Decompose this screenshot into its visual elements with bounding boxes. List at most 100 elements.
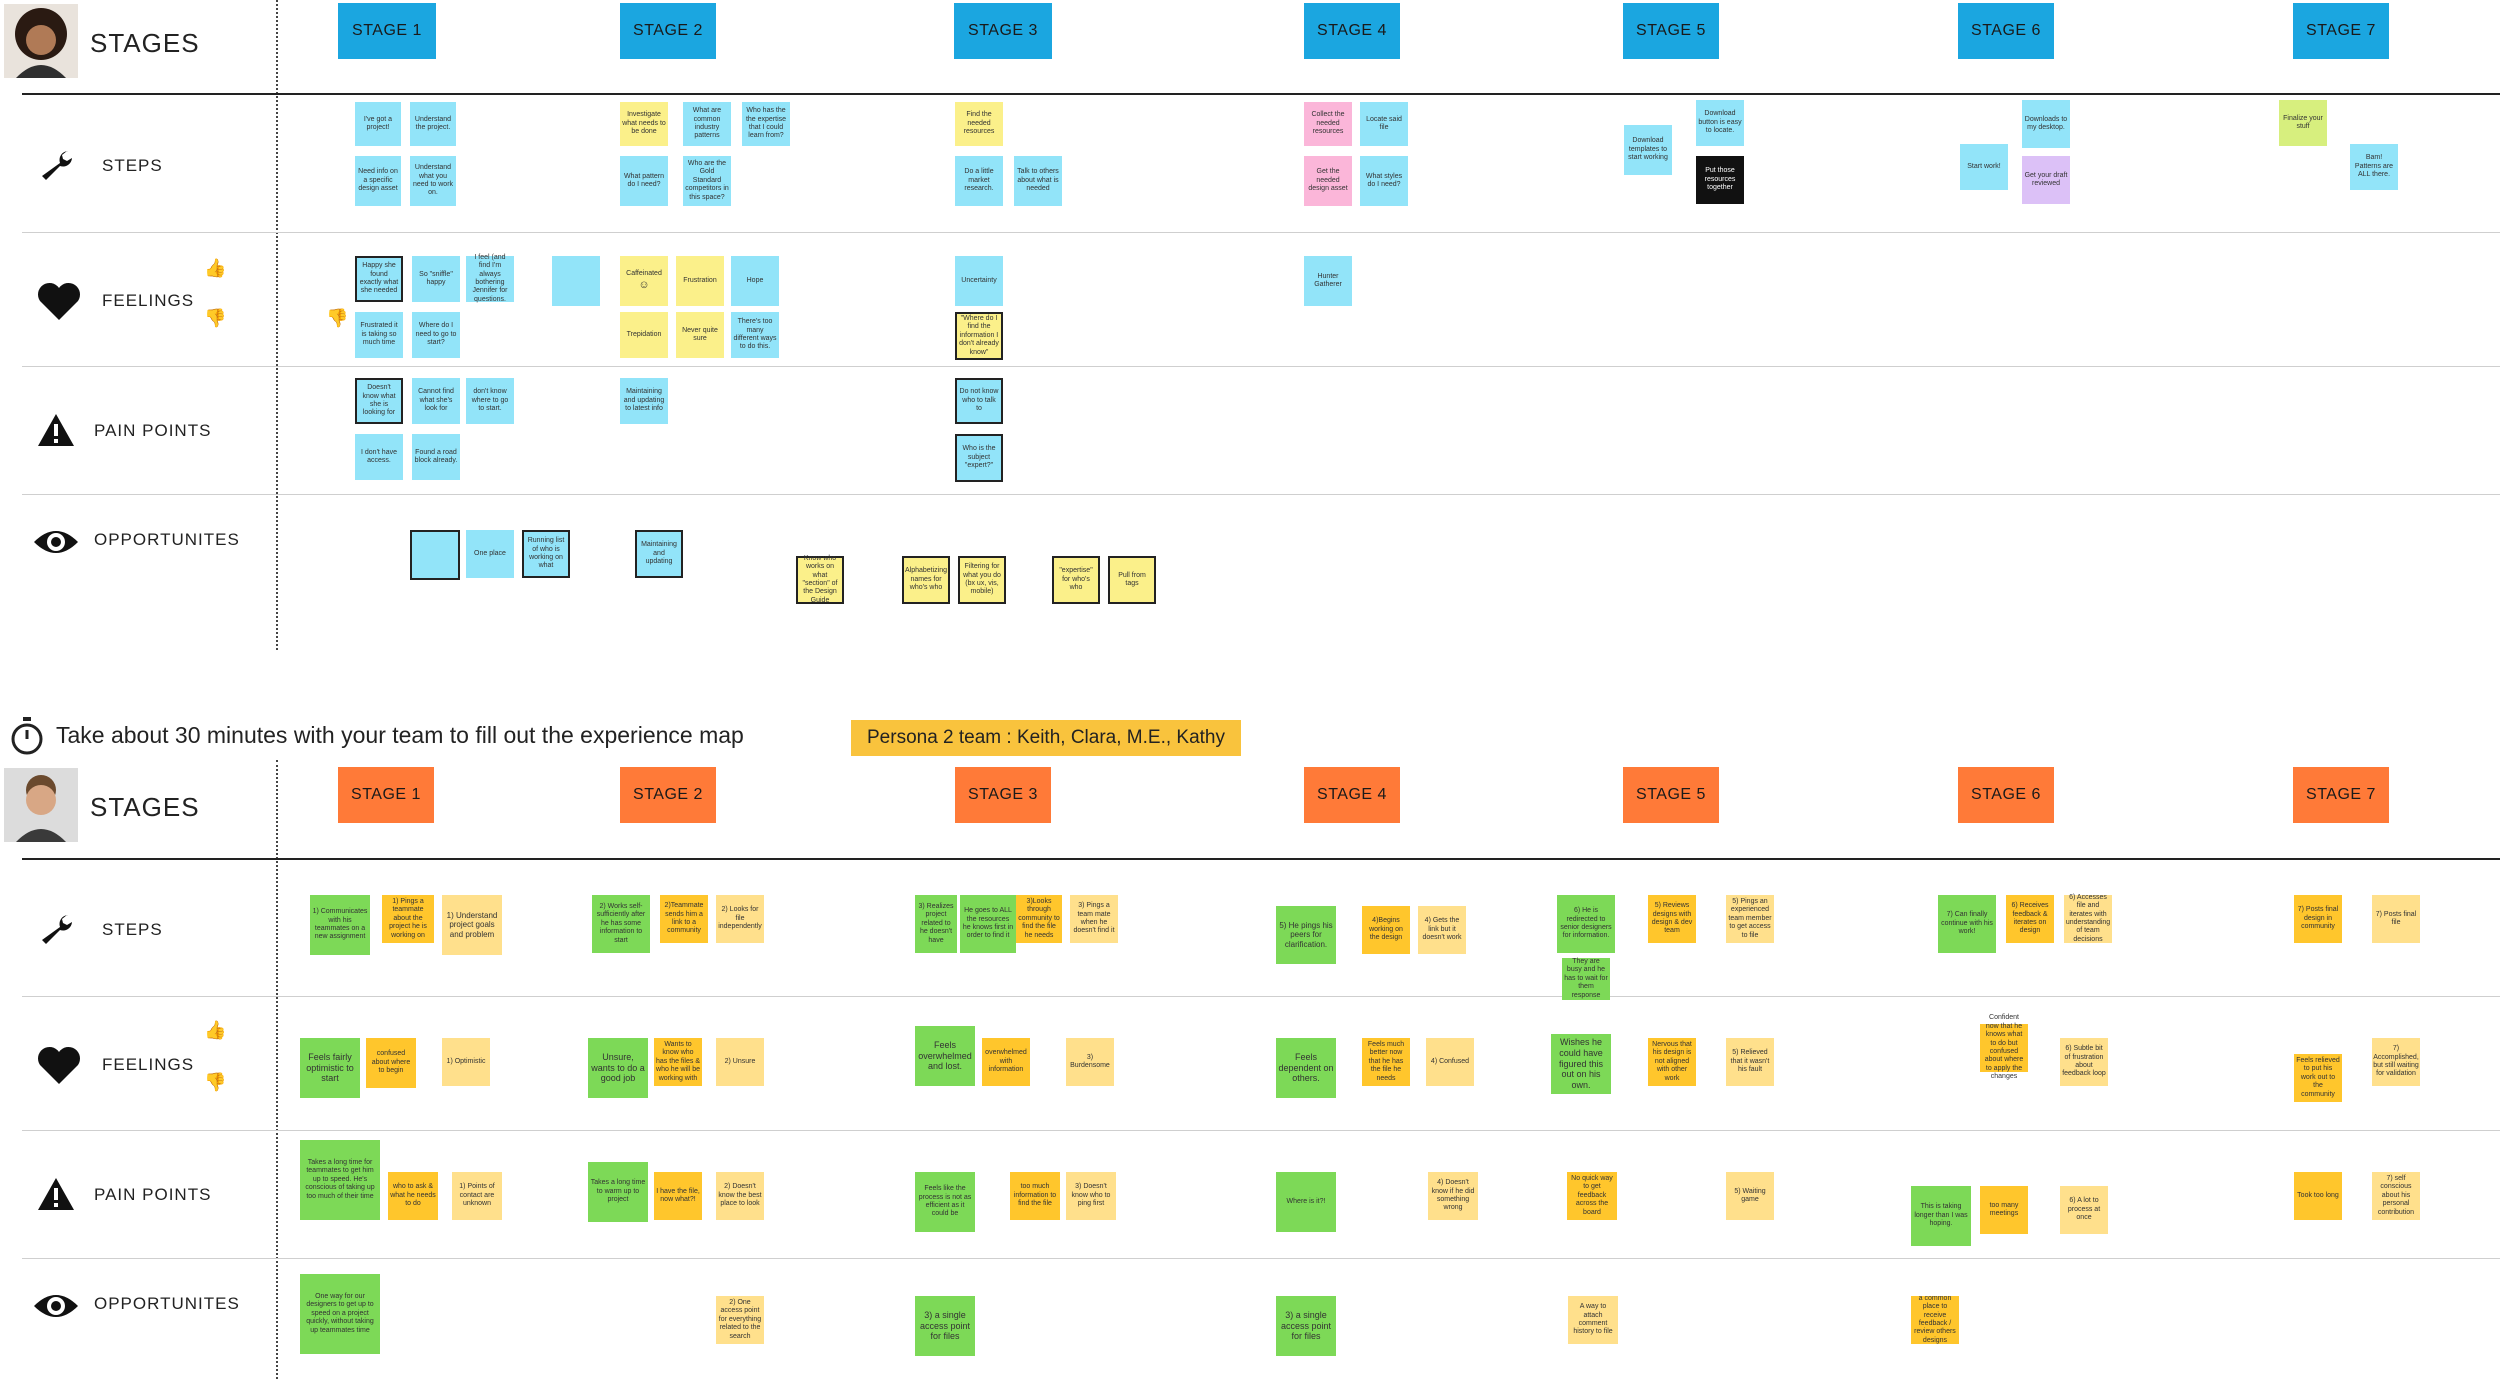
sticky-note[interactable]: 2) One access point for everything relat… bbox=[716, 1296, 764, 1344]
sticky-note[interactable]: a common place to receive feedback / rev… bbox=[1911, 1295, 1959, 1344]
sticky-note[interactable]: Caffeinated☺ bbox=[620, 256, 668, 306]
sticky-note[interactable]: One way for our designers to get up to s… bbox=[300, 1274, 380, 1354]
sticky-note[interactable]: Who is the subject "expert?" bbox=[955, 434, 1003, 482]
sticky-note[interactable]: 3)Looks through community to find the fi… bbox=[1016, 895, 1062, 943]
sticky-note[interactable]: 3) Doesn't know who to ping first bbox=[1066, 1172, 1116, 1220]
sticky-note[interactable]: 5) Pings an experienced team member to g… bbox=[1726, 895, 1774, 943]
sticky-note[interactable]: who to ask & what he needs to do bbox=[388, 1172, 438, 1220]
sticky-note[interactable]: Never quite sure bbox=[676, 312, 724, 358]
sticky-note[interactable]: Who has the the expertise that I could l… bbox=[742, 102, 790, 146]
sticky-note[interactable]: Feels like the process is not as efficie… bbox=[915, 1172, 975, 1232]
sticky-note[interactable]: 6) Subtle bit of frustration about feedb… bbox=[2060, 1038, 2108, 1086]
sticky-note[interactable]: What pattern do I need? bbox=[620, 156, 668, 206]
sticky-note[interactable]: Do a little market research. bbox=[955, 156, 1003, 206]
sticky-note[interactable]: too many meetings bbox=[1980, 1186, 2028, 1234]
sticky-note[interactable]: 5) He pings his peers for clarification. bbox=[1276, 906, 1336, 964]
sticky-note[interactable]: 6) A lot to process at once bbox=[2060, 1186, 2108, 1234]
sticky-note[interactable]: 2) Looks for file independently bbox=[716, 895, 764, 943]
sticky-note[interactable]: Who are the Gold Standard competitors in… bbox=[683, 156, 731, 206]
sticky-note[interactable]: 7) self conscious about his personal con… bbox=[2372, 1172, 2420, 1220]
sticky-note[interactable]: 7) Posts final file bbox=[2372, 895, 2420, 943]
sticky-note[interactable]: Get your draft reviewed bbox=[2022, 156, 2070, 204]
sticky-note[interactable]: I feel (and find I'm always bothering Je… bbox=[466, 254, 514, 303]
sticky-note[interactable]: Happy she found exactly what she needed bbox=[355, 256, 403, 302]
sticky-note[interactable]: He goes to ALL the resources he knows fi… bbox=[960, 895, 1016, 953]
sticky-note[interactable]: They are busy and he has to wait for the… bbox=[1562, 958, 1610, 1000]
sticky-note[interactable]: There's too many different ways to do th… bbox=[731, 312, 779, 358]
sticky-note[interactable]: 1) Points of contact are unknown bbox=[452, 1172, 502, 1220]
sticky-note[interactable]: Investigate what needs to be done bbox=[620, 102, 668, 146]
sticky-note[interactable]: 7) Posts final design in community bbox=[2294, 895, 2342, 943]
sticky-note[interactable]: Know who works on what "section" of the … bbox=[796, 555, 844, 604]
sticky-note[interactable]: 6) He is redirected to senior designers … bbox=[1557, 895, 1615, 953]
sticky-note[interactable]: Feels fairly optimistic to start bbox=[300, 1038, 360, 1098]
sticky-note[interactable]: Frustrated it is taking so much time bbox=[355, 312, 403, 358]
sticky-note[interactable]: 6) Receives feedback & iterates on desig… bbox=[2006, 895, 2054, 943]
sticky-note[interactable]: 4) Gets the link but it doesn't work bbox=[1418, 906, 1466, 954]
sticky-note[interactable]: 7) Accomplished, but still waiting for v… bbox=[2372, 1038, 2420, 1086]
sticky-note[interactable]: Talk to others about what is needed bbox=[1014, 156, 1062, 206]
sticky-note[interactable]: 3) a single access point for files bbox=[1276, 1296, 1336, 1356]
sticky-note[interactable]: Hunter Gatherer bbox=[1304, 256, 1352, 306]
sticky-note[interactable]: Put those resources together bbox=[1696, 156, 1744, 204]
empty-sticky-note[interactable] bbox=[552, 256, 600, 306]
sticky-note[interactable]: 2) Unsure bbox=[716, 1038, 764, 1086]
sticky-note[interactable]: 4) Confused bbox=[1426, 1038, 1474, 1086]
sticky-note[interactable]: Download button is easy to locate. bbox=[1696, 100, 1744, 146]
sticky-note[interactable]: Locate said file bbox=[1360, 102, 1408, 146]
sticky-note[interactable]: 3) a single access point for files bbox=[915, 1296, 975, 1356]
sticky-note[interactable]: 2) Doesn't know the best place to look bbox=[716, 1172, 764, 1220]
sticky-note[interactable]: I have the file, now what?! bbox=[654, 1172, 702, 1220]
sticky-note[interactable]: Do not know who to talk to bbox=[955, 378, 1003, 424]
sticky-note[interactable]: Doesn't know what she is looking for bbox=[355, 378, 403, 424]
sticky-note[interactable]: A way to attach comment history to file bbox=[1568, 1296, 1618, 1344]
sticky-note[interactable]: No quick way to get feedback across the … bbox=[1567, 1172, 1617, 1220]
sticky-note[interactable]: 5) Waiting game bbox=[1726, 1172, 1774, 1220]
sticky-note[interactable]: Download templates to start working bbox=[1624, 125, 1672, 175]
sticky-note[interactable]: "expertise" for who's who bbox=[1052, 556, 1100, 604]
sticky-note[interactable]: 3) Realizes project related to he doesn'… bbox=[915, 895, 957, 953]
sticky-note[interactable]: Wishes he could have figured this out on… bbox=[1551, 1034, 1611, 1094]
sticky-note[interactable]: Pull from tags bbox=[1108, 556, 1156, 604]
sticky-note[interactable]: Frustration bbox=[676, 256, 724, 306]
sticky-note[interactable]: Find the needed resources bbox=[955, 102, 1003, 146]
sticky-note[interactable]: 6) Accesses file and iterates with under… bbox=[2064, 893, 2112, 943]
sticky-note[interactable]: Found a road block already. bbox=[412, 434, 460, 480]
sticky-note[interactable]: 4) Doesn't know if he did something wron… bbox=[1428, 1172, 1478, 1220]
sticky-note[interactable]: Finalize your stuff bbox=[2279, 100, 2327, 146]
sticky-note[interactable]: So "sniffle" happy bbox=[412, 256, 460, 302]
sticky-note[interactable]: 2)Teammate sends him a link to a communi… bbox=[660, 895, 708, 943]
sticky-note[interactable]: Takes a long time for teammates to get h… bbox=[300, 1140, 380, 1220]
sticky-note[interactable]: 2) Works self-sufficiently after he has … bbox=[592, 895, 650, 953]
sticky-note[interactable]: One place bbox=[466, 530, 514, 578]
sticky-note[interactable]: 5) Reviews designs with design & dev tea… bbox=[1648, 895, 1696, 943]
sticky-note[interactable]: 3) Burdensome bbox=[1066, 1038, 1114, 1086]
sticky-note[interactable]: This is taking longer than I was hoping. bbox=[1911, 1186, 1971, 1246]
sticky-note[interactable]: Running list of who is working on what bbox=[522, 530, 570, 578]
sticky-note[interactable]: don't know where to go to start. bbox=[466, 378, 514, 424]
sticky-note[interactable]: 1) Optimistic bbox=[442, 1038, 490, 1086]
sticky-note[interactable]: Trepidation bbox=[620, 312, 668, 358]
sticky-note[interactable]: Feels relieved to put his work out to th… bbox=[2294, 1054, 2342, 1102]
sticky-note[interactable]: Took too long bbox=[2294, 1172, 2342, 1220]
sticky-note[interactable]: Downloads to my desktop. bbox=[2022, 100, 2070, 148]
sticky-note[interactable]: 5) Relieved that it wasn't his fault bbox=[1726, 1038, 1774, 1086]
sticky-note[interactable]: Get the needed design asset bbox=[1304, 156, 1352, 206]
sticky-note[interactable]: 3) Pings a team mate when he doesn't fin… bbox=[1070, 895, 1118, 943]
sticky-note[interactable]: Feels much better now that he has the fi… bbox=[1362, 1038, 1410, 1086]
sticky-note[interactable]: Collect the needed resources bbox=[1304, 102, 1352, 146]
sticky-note[interactable]: Confident now that he knows what to do b… bbox=[1980, 1014, 2028, 1080]
sticky-note[interactable]: overwhelmed with information bbox=[982, 1038, 1030, 1086]
sticky-note[interactable]: Cannot find what she's look for bbox=[412, 378, 460, 424]
sticky-note[interactable]: 1) Communicates with his teammates on a … bbox=[310, 895, 370, 955]
sticky-note[interactable]: Wants to know who has the files & who he… bbox=[654, 1038, 702, 1086]
sticky-note[interactable]: What are common industry patterns bbox=[683, 102, 731, 146]
sticky-note[interactable]: Uncertainty bbox=[955, 256, 1003, 306]
sticky-note[interactable]: "Where do I find the information I don't… bbox=[955, 312, 1003, 360]
sticky-note[interactable]: 4)Begins working on the design bbox=[1362, 906, 1410, 954]
sticky-note[interactable]: Nervous that his design is not aligned w… bbox=[1648, 1038, 1696, 1086]
sticky-note[interactable]: Unsure, wants to do a good job bbox=[588, 1038, 648, 1098]
sticky-note[interactable]: Bam! Patterns are ALL there. bbox=[2350, 144, 2398, 190]
sticky-note[interactable]: Where is it?! bbox=[1276, 1172, 1336, 1232]
sticky-note[interactable]: Understand what you need to work on. bbox=[410, 156, 456, 206]
